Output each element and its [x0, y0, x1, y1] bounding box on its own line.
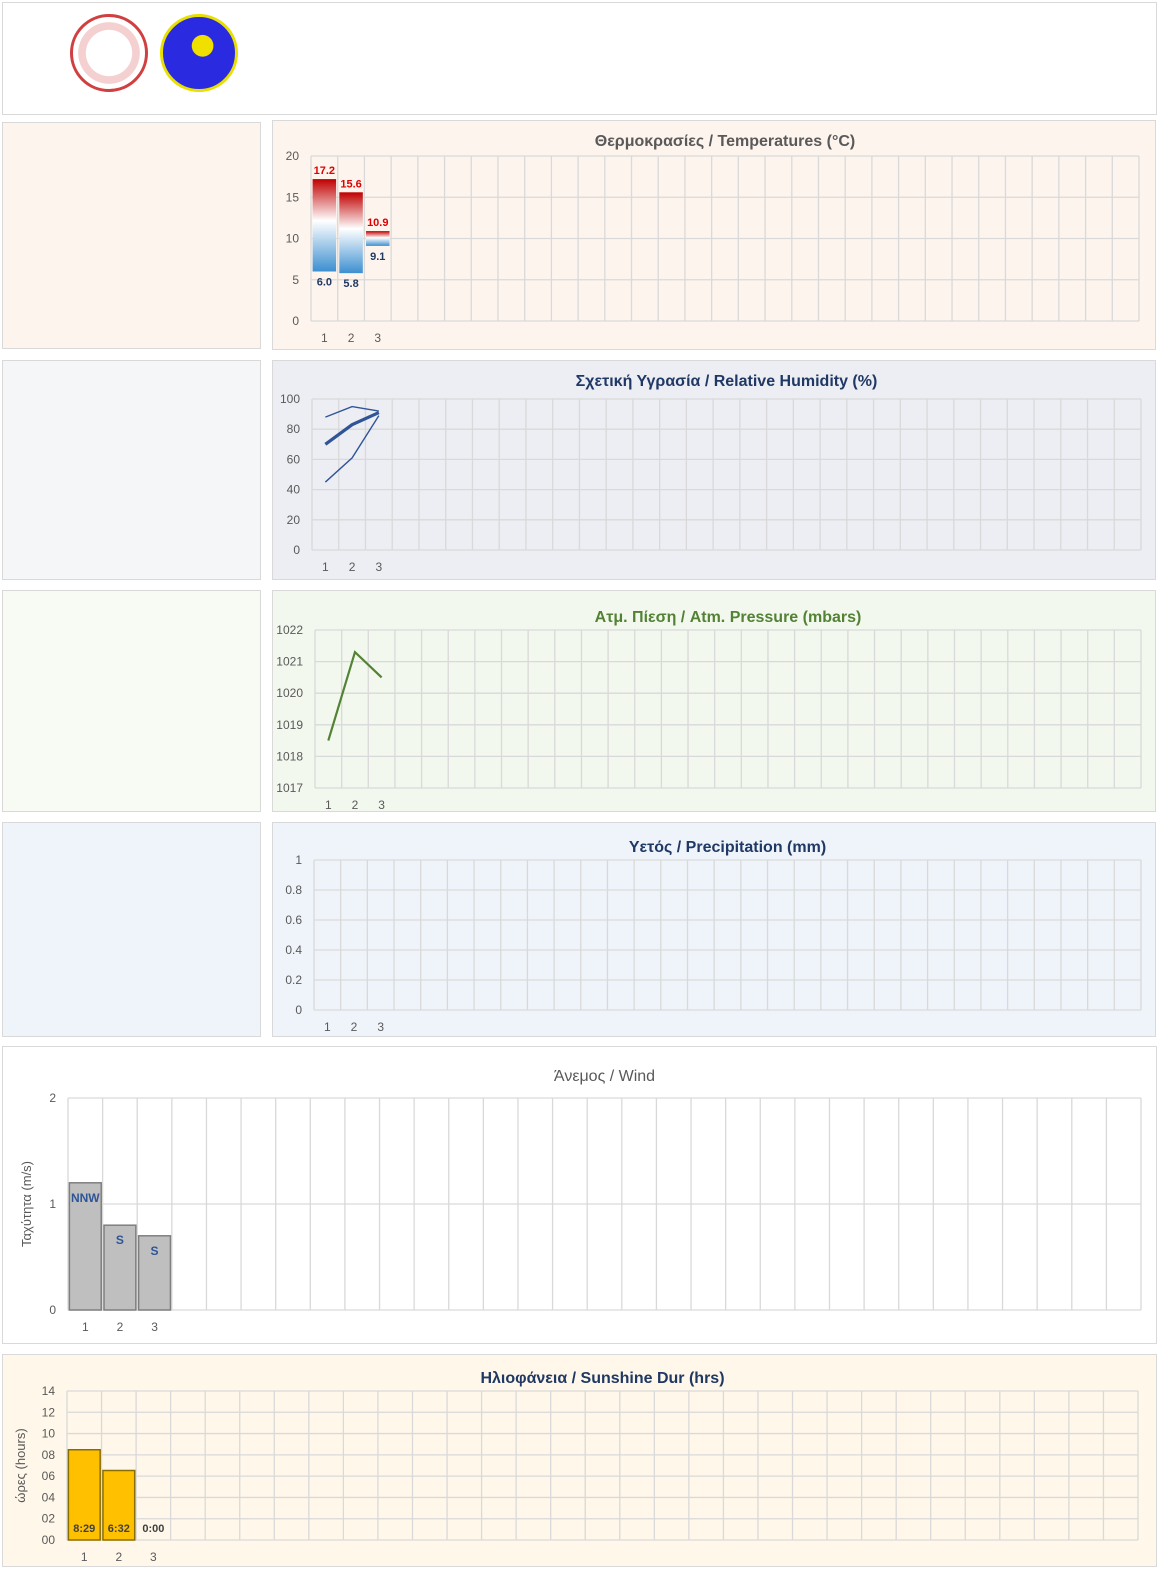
x-tick-label: 1 — [322, 560, 329, 574]
x-tick-label: 3 — [150, 1550, 157, 1564]
header-panel — [2, 2, 1157, 115]
y-axis-label: Ταχύτητα (m/s) — [19, 1161, 34, 1247]
x-tick-label: 3 — [377, 1020, 384, 1034]
y-tick-label: 0 — [295, 1003, 302, 1017]
x-tick-label: 2 — [348, 331, 355, 345]
x-tick-label: 3 — [376, 560, 383, 574]
y-tick-label: 100 — [280, 392, 300, 406]
y-tick-label: 1 — [49, 1197, 56, 1211]
pressure-side-panel — [2, 590, 261, 812]
y-tick-label: 20 — [287, 513, 301, 527]
y-tick-label: 80 — [287, 422, 301, 436]
x-tick-label: 1 — [81, 1550, 88, 1564]
y-tick-label: 0.6 — [285, 913, 302, 927]
y-tick-label: 0 — [293, 543, 300, 557]
max-temp-label: 15.6 — [340, 178, 361, 190]
series-line-min — [324, 415, 380, 483]
y-tick-label: 60 — [287, 452, 301, 466]
y-tick-label: 14 — [42, 1384, 56, 1398]
temperature-range-bar — [339, 192, 363, 274]
y-tick-label: 02 — [42, 1512, 56, 1526]
x-tick-label: 2 — [351, 1020, 358, 1034]
humidity-chart: Σχετική Υγρασία / Relative Humidity (%) 0… — [272, 360, 1156, 580]
min-temp-label: 5.8 — [343, 278, 358, 290]
temperature-chart: Θερμοκρασίες / Temperatures (°C) 0 5 10 15 20… — [272, 120, 1156, 350]
wind-bar — [68, 1182, 102, 1311]
chart-title: Θερμοκρασίες / Temperatures (°C) — [595, 133, 855, 150]
y-tick-label: 1022 — [276, 623, 303, 637]
x-tick-label: 3 — [378, 798, 385, 812]
temperature-range-bar — [366, 231, 390, 246]
y-tick-label: 1017 — [276, 781, 303, 795]
y-tick-label: 04 — [42, 1490, 56, 1504]
humidity-side-panel — [2, 360, 261, 580]
y-tick-label: 0.8 — [285, 883, 302, 897]
temperature-side-panel — [2, 122, 261, 349]
y-tick-label: 10 — [42, 1427, 56, 1441]
y-tick-label: 0.4 — [285, 943, 302, 957]
chart-title: Σχετική Υγρασία / Relative Humidity (%) — [576, 373, 878, 390]
wind-direction-label: S — [151, 1244, 159, 1258]
y-tick-label: 10 — [286, 232, 300, 246]
sunshine-bar — [102, 1469, 136, 1541]
y-tick-label: 0 — [49, 1303, 56, 1317]
y-tick-label: 1020 — [276, 686, 303, 700]
series-line-pressure — [327, 650, 383, 741]
chart-title: Άνεμος / Wind — [554, 1068, 655, 1085]
sunshine-duration-label: 0:00 — [142, 1523, 164, 1535]
y-axis-label: ώρες (hours) — [13, 1428, 28, 1502]
y-tick-label: 1019 — [276, 718, 303, 732]
x-tick-label: 2 — [349, 560, 356, 574]
y-tick-label: 1018 — [276, 749, 303, 763]
max-temp-label: 17.2 — [314, 165, 335, 177]
x-tick-label: 1 — [321, 331, 328, 345]
x-tick-label: 1 — [325, 798, 332, 812]
y-tick-label: 5 — [292, 273, 299, 287]
y-tick-label: 40 — [287, 483, 301, 497]
sunshine-chart: Ηλιοφάνεια / Sunshine Dur (hrs) ώρες (hou… — [2, 1354, 1157, 1567]
x-tick-label: 3 — [151, 1320, 158, 1334]
x-tick-label: 2 — [352, 798, 359, 812]
x-tick-label: 2 — [117, 1320, 124, 1334]
y-tick-label: 0.2 — [285, 973, 302, 987]
sunshine-duration-label: 8:29 — [73, 1523, 95, 1535]
pressure-chart: Ατμ. Πίεση / Atm. Pressure (mbars) 1017 10… — [272, 590, 1156, 812]
y-tick-label: 00 — [42, 1533, 56, 1547]
y-tick-label: 2 — [49, 1091, 56, 1105]
y-tick-label: 1021 — [276, 655, 303, 669]
series-line-mean — [324, 411, 380, 446]
y-tick-label: 12 — [42, 1405, 56, 1419]
department-emblem-logo — [160, 14, 238, 92]
chart-title: Ηλιοφάνεια / Sunshine Dur (hrs) — [480, 1370, 724, 1387]
precipitation-side-panel — [2, 822, 261, 1037]
x-tick-label: 1 — [82, 1320, 89, 1334]
y-tick-label: 15 — [286, 190, 300, 204]
chart-title: Ατμ. Πίεση / Atm. Pressure (mbars) — [595, 609, 862, 626]
university-seal-logo — [70, 14, 148, 92]
series-line-max — [325, 405, 379, 418]
min-temp-label: 6.0 — [317, 277, 332, 289]
temperature-range-bar — [312, 179, 337, 272]
y-tick-label: 1 — [295, 853, 302, 867]
wind-bar — [137, 1235, 172, 1311]
sunshine-bar — [67, 1448, 101, 1541]
wind-bar — [103, 1224, 137, 1311]
y-tick-label: 0 — [292, 314, 299, 328]
y-tick-label: 06 — [42, 1469, 56, 1483]
x-tick-label: 2 — [115, 1550, 122, 1564]
x-tick-label: 3 — [374, 331, 381, 345]
x-tick-label: 1 — [324, 1020, 331, 1034]
chart-title: Υετός / Precipitation (mm) — [629, 839, 826, 856]
precipitation-chart: Υετός / Precipitation (mm) 0 0.2 0.4 0.6 0.8 1… — [272, 822, 1156, 1037]
y-tick-label: 08 — [42, 1448, 56, 1462]
max-temp-label: 10.9 — [367, 217, 388, 229]
y-tick-label: 20 — [286, 149, 300, 163]
min-temp-label: 9.1 — [370, 251, 385, 263]
wind-direction-label: NNW — [71, 1191, 100, 1205]
sunshine-duration-label: 6:32 — [108, 1523, 130, 1535]
wind-direction-label: S — [116, 1233, 124, 1247]
